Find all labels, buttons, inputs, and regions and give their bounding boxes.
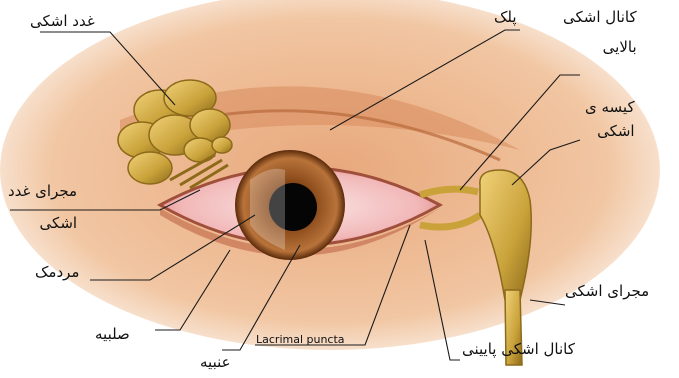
label-lacrimal-sac-line2: اشکی — [585, 122, 635, 140]
label-gland-duct-line1: مجرای غدد — [8, 182, 77, 200]
label-upper-canal-line1: کانال اشکی — [563, 8, 637, 26]
label-nasolacrimal-duct: مجرای اشکی — [565, 282, 649, 300]
label-upper-canal-line2: بالایی — [563, 38, 637, 56]
label-pupil: مردمک — [35, 263, 79, 281]
label-gland-duct: مجرای غدد اشکی — [8, 182, 77, 232]
label-lacrimal-puncta-text: Lacrimal puncta — [256, 333, 345, 346]
label-lacrimal-sac-line1: کیسه ی — [585, 98, 635, 116]
label-eyelid: پلک — [494, 8, 517, 26]
label-iris: عنبیه — [200, 353, 231, 371]
label-upper-canal: کانال اشکی بالایی — [563, 8, 637, 56]
label-sclera-text: صلبیه — [95, 325, 130, 343]
label-lacrimal-sac: کیسه ی اشکی — [585, 98, 635, 140]
label-lacrimal-gland-text: غدد اشکی — [30, 12, 95, 30]
label-lower-canal: کانال اشکی پایینی — [462, 340, 575, 358]
label-pupil-text: مردمک — [35, 263, 79, 281]
label-eyelid-text: پلک — [494, 8, 517, 26]
label-nasolacrimal-duct-text: مجرای اشکی — [565, 282, 649, 300]
label-iris-text: عنبیه — [200, 353, 231, 371]
label-gland-duct-line2: اشکی — [8, 214, 77, 232]
label-lower-canal-text: کانال اشکی پایینی — [462, 340, 575, 358]
label-lacrimal-gland: غدد اشکی — [30, 12, 95, 30]
label-sclera: صلبیه — [95, 325, 130, 343]
label-lacrimal-puncta: Lacrimal puncta — [256, 333, 345, 346]
